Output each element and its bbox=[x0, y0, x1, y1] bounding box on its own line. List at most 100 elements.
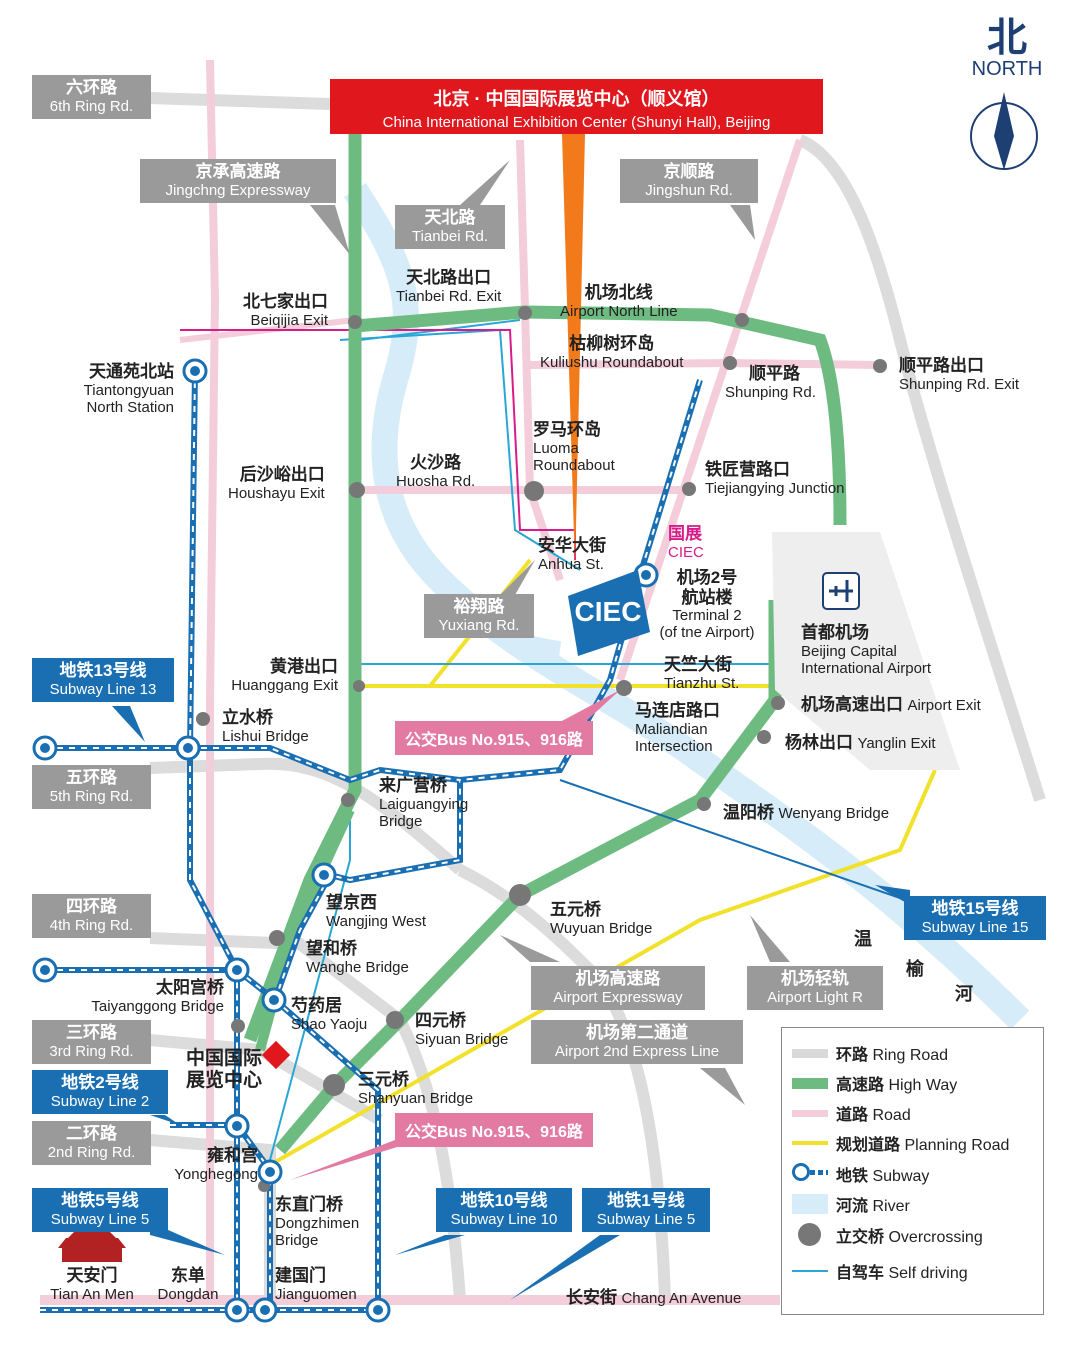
label-changan: 长安街 Chang An Avenue bbox=[566, 1288, 742, 1307]
station-wangjing-west bbox=[311, 862, 337, 888]
river-char-1: 温 bbox=[854, 929, 872, 949]
station-taiyanggong bbox=[224, 957, 250, 983]
venue-title-en: China International Exhibition Center (S… bbox=[382, 114, 771, 131]
pointer-airport-light bbox=[750, 915, 790, 962]
road-anhua bbox=[526, 488, 564, 582]
compass: 北 NORTH bbox=[962, 18, 1052, 81]
pointer-airport-exp bbox=[500, 935, 560, 962]
6th-ring-road bbox=[149, 92, 331, 110]
bus-label-1: 公交Bus No.915、916路 bbox=[395, 721, 593, 755]
river-char-3: 河 bbox=[955, 984, 973, 1004]
subway-stations bbox=[32, 358, 659, 1323]
venue-title: 北京 · 中国国际展览中心（顺义馆） China International E… bbox=[330, 79, 823, 134]
tiananmen-icon bbox=[58, 1230, 126, 1262]
station-shaoyaoju bbox=[261, 987, 287, 1013]
venue-title-cn: 北京 · 中国国际展览中心（顺义馆） bbox=[433, 89, 720, 109]
highway-link bbox=[255, 807, 355, 1052]
legend-ring-road: 环路 Ring Road bbox=[792, 1040, 948, 1066]
highway-airport-north bbox=[354, 305, 847, 526]
station-west-4th bbox=[32, 957, 58, 983]
pointer-tianbei bbox=[460, 160, 510, 205]
subway-15-pointer bbox=[559, 779, 921, 906]
station-lishui bbox=[175, 735, 201, 761]
legend-overcrossing: 立交桥 Overcrossing bbox=[792, 1222, 983, 1248]
ciec-new-marker bbox=[568, 570, 650, 656]
legend-subway: 地铁 Subway bbox=[792, 1161, 929, 1187]
station-jianguomen-w bbox=[252, 1297, 278, 1323]
airport-area bbox=[772, 532, 960, 770]
legend-planning-road: 规划道路 Planning Road bbox=[792, 1130, 1009, 1156]
compass-en: NORTH bbox=[971, 58, 1043, 80]
planning-road-3 bbox=[269, 769, 937, 1167]
station-2nd-ring bbox=[224, 1113, 250, 1139]
subway-lines bbox=[40, 369, 703, 1313]
overcrossings bbox=[196, 306, 887, 1192]
title-pointer bbox=[562, 134, 585, 570]
legend-highway: 高速路 High Way bbox=[792, 1070, 957, 1096]
pointer-subway-13 bbox=[112, 706, 145, 742]
station-yonghegong bbox=[257, 1159, 283, 1185]
river-char-2: 榆 bbox=[906, 959, 924, 979]
pointer-subway-1 bbox=[510, 1235, 620, 1300]
station-lishui-west bbox=[32, 735, 58, 761]
station-tiantongyuan bbox=[182, 358, 208, 384]
pointer-subway-2 bbox=[150, 1115, 180, 1125]
label-airport-exit: 机场高速出口 Airport Exit bbox=[801, 695, 981, 714]
pointer-bus-2 bbox=[290, 1140, 420, 1180]
legend-road: 道路 Road bbox=[792, 1100, 911, 1126]
ring-east-1 bbox=[797, 134, 1046, 802]
road-jingshun bbox=[616, 138, 804, 682]
road-west-1 bbox=[206, 59, 220, 1300]
pointer-bus-1 bbox=[560, 690, 620, 722]
bus-label-2: 公交Bus No.915、916路 bbox=[395, 1113, 593, 1147]
pointer-airport-2nd bbox=[700, 1068, 745, 1105]
ciec-mark-text: CIEC bbox=[574, 596, 642, 627]
pointer-jingshun bbox=[730, 205, 755, 240]
pointer-yuxiang bbox=[500, 560, 535, 595]
station-jianguomen bbox=[365, 1297, 391, 1323]
pointer-jingcheng bbox=[310, 205, 350, 255]
